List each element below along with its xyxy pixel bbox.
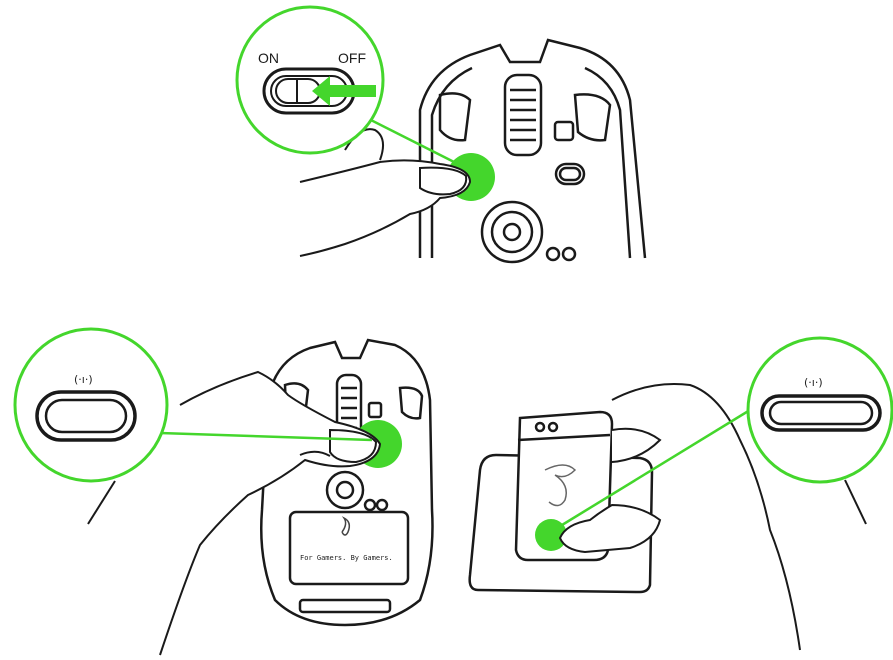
- panel-pairing-mouse: For Gamers. By Gamers. (·ı·): [15, 329, 433, 655]
- wireless-icon-2: (·ı·): [804, 376, 823, 389]
- mouse-underside-bottom: [261, 340, 432, 625]
- razer-logo-small: [342, 518, 349, 535]
- panel-pairing-dongle: (·ı·): [470, 338, 892, 650]
- mouse-underside-top: [420, 40, 645, 262]
- switch-on-label: ON: [258, 50, 279, 66]
- zoom-tail-2: [845, 480, 866, 524]
- switch-off-label: OFF: [338, 50, 366, 66]
- zoom-tail: [88, 481, 115, 524]
- wireless-icon: (·ı·): [74, 373, 93, 386]
- puck-tagline: For Gamers. By Gamers.: [300, 554, 393, 562]
- panel-power-switch: ON OFF: [237, 7, 645, 262]
